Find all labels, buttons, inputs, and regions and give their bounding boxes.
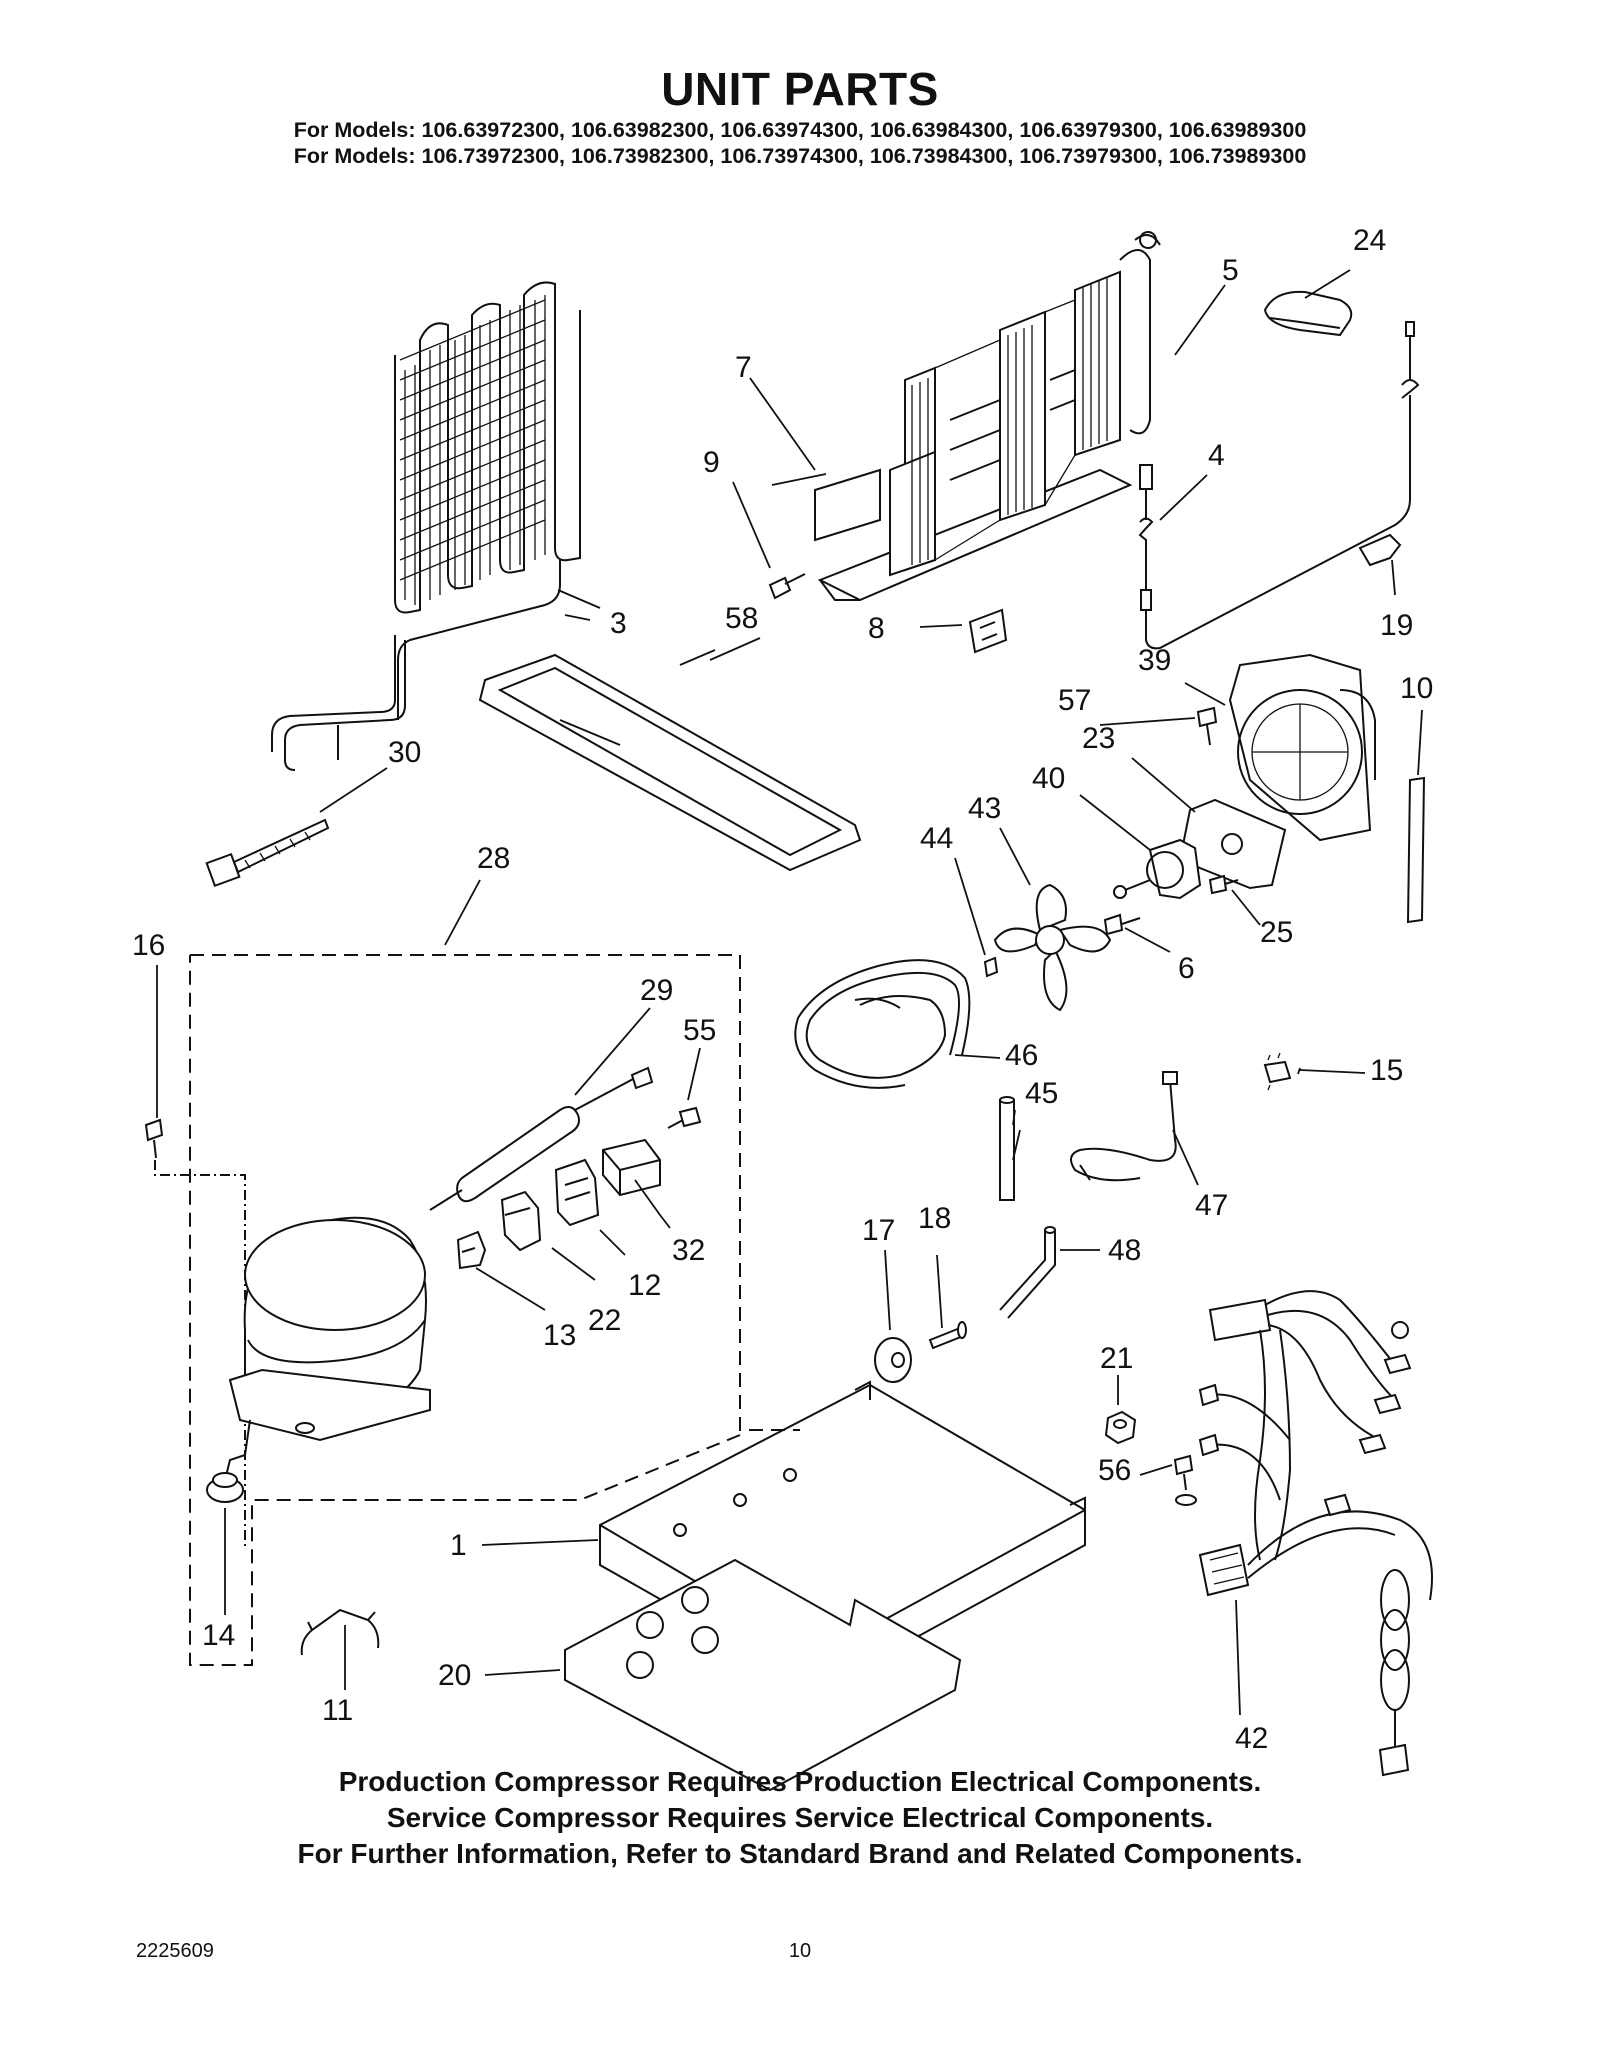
leader-lines <box>156 269 1423 1716</box>
clip-19 <box>1358 533 1402 567</box>
callout-32: 32 <box>672 1234 705 1267</box>
callout-30: 30 <box>388 736 421 769</box>
callout-12: 12 <box>628 1269 661 1302</box>
callout-45: 45 <box>1025 1077 1058 1110</box>
sleeve-18 <box>928 1321 967 1350</box>
callout-14: 14 <box>202 1619 235 1652</box>
fan-blade <box>993 883 1112 1012</box>
callout-22: 22 <box>588 1304 621 1337</box>
callout-4: 4 <box>1208 439 1225 472</box>
grommet-15 <box>1263 1052 1292 1091</box>
clip-11 <box>300 1608 380 1656</box>
callout-1: 1 <box>450 1529 467 1562</box>
callout-11: 11 <box>322 1694 353 1727</box>
strip-10 <box>1406 776 1426 924</box>
note-further-information: For Further Information, Refer to Standa… <box>297 1838 1303 1869</box>
screw-57 <box>1196 706 1218 746</box>
callout-46: 46 <box>1005 1039 1038 1072</box>
note-production-compressor: Production Compressor Requires Productio… <box>338 1766 1262 1797</box>
screw-16 <box>144 1118 246 1550</box>
callout-29: 29 <box>640 974 673 1007</box>
relay-32 <box>602 1138 661 1197</box>
callout-16: 16 <box>132 929 165 962</box>
overload-12 <box>554 1158 600 1227</box>
callout-7: 7 <box>735 351 752 384</box>
callout-5: 5 <box>1222 254 1239 287</box>
models-line-2: For Models: 106.73972300, 106.73982300, … <box>293 144 1307 168</box>
callout-numbers: 3 58 7 9 8 5 24 4 19 39 57 23 10 40 43 4… <box>132 224 1433 1755</box>
terminal-13 <box>456 1230 487 1270</box>
callout-15: 15 <box>1370 1054 1403 1087</box>
compressor-group-outline <box>189 954 800 1666</box>
callout-23: 23 <box>1082 722 1115 755</box>
screw-56 <box>1173 1454 1197 1506</box>
note-service-compressor: Service Compressor Requires Service Elec… <box>386 1802 1214 1833</box>
callout-57: 57 <box>1058 684 1091 717</box>
callout-6: 6 <box>1178 952 1195 985</box>
nut-21 <box>1104 1410 1137 1445</box>
fan-shroud <box>1228 653 1376 842</box>
callout-19: 19 <box>1380 609 1413 642</box>
clip-8 <box>968 608 1008 654</box>
callout-55: 55 <box>683 1014 716 1047</box>
cap-24 <box>1263 290 1353 337</box>
callout-28: 28 <box>477 842 510 875</box>
callout-9: 9 <box>703 446 720 479</box>
washer-44 <box>983 956 999 978</box>
cable-tie <box>205 818 330 888</box>
page-number: 10 <box>788 1940 812 1962</box>
callout-39: 39 <box>1138 644 1171 677</box>
filter-drier-29 <box>429 1066 654 1211</box>
grommet-17 <box>874 1337 912 1383</box>
callout-13: 13 <box>543 1319 576 1352</box>
tube-47 <box>1070 1071 1178 1182</box>
callout-10: 10 <box>1400 672 1433 705</box>
document-number: 2225609 <box>136 1940 214 1962</box>
fan-motor <box>1113 838 1202 900</box>
thermistor-4 <box>1138 321 1420 650</box>
callout-40: 40 <box>1032 762 1065 795</box>
grommet-14 <box>206 1472 244 1503</box>
callout-43: 43 <box>968 792 1001 825</box>
condenser-coil <box>271 281 581 771</box>
start-device-22 <box>500 1190 542 1252</box>
screw-9 <box>768 573 806 600</box>
callout-3: 3 <box>610 607 627 640</box>
callout-48: 48 <box>1108 1234 1141 1267</box>
rod-45 <box>999 1096 1015 1201</box>
callout-25: 25 <box>1260 916 1293 949</box>
callout-44: 44 <box>920 822 953 855</box>
models-line-1: For Models: 106.63972300, 106.63982300, … <box>293 118 1307 142</box>
callout-21: 21 <box>1100 1342 1133 1375</box>
callout-47: 47 <box>1195 1189 1228 1222</box>
base-plate-20 <box>564 1558 962 1792</box>
callout-20: 20 <box>438 1659 471 1692</box>
callout-56: 56 <box>1098 1454 1131 1487</box>
drain-pan <box>478 653 862 872</box>
callout-8: 8 <box>868 612 885 645</box>
callout-17: 17 <box>862 1214 895 1247</box>
callout-42: 42 <box>1235 1722 1268 1755</box>
screw-25 <box>1208 874 1239 895</box>
compressor <box>224 1216 431 1481</box>
screw-55 <box>667 1106 702 1129</box>
drain-tube <box>794 959 971 1089</box>
wire-harness <box>1198 1290 1433 1777</box>
page-title: UNIT PARTS <box>661 63 939 115</box>
callout-58: 58 <box>725 602 758 635</box>
screw-6 <box>1103 913 1141 936</box>
evaporator <box>814 231 1161 602</box>
callout-24: 24 <box>1353 224 1386 257</box>
callout-18: 18 <box>918 1202 951 1235</box>
tube-48 <box>999 1226 1056 1319</box>
